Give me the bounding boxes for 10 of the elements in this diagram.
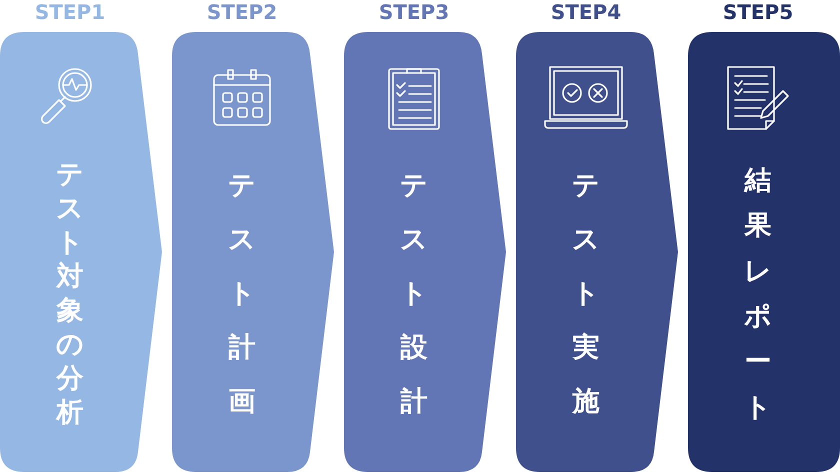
step-heading: STEP4 bbox=[550, 0, 622, 24]
step-title: テスト対象の分析 bbox=[54, 158, 85, 430]
step-title: テスト実施 bbox=[571, 169, 601, 419]
step-heading: STEP3 bbox=[378, 0, 450, 24]
step-heading: STEP2 bbox=[206, 0, 278, 24]
step-heading: STEP5 bbox=[722, 0, 794, 24]
step-title: 結果レポート bbox=[742, 164, 773, 425]
step-title: テスト設計 bbox=[399, 169, 429, 419]
step-title: テスト計画 bbox=[227, 169, 257, 419]
step-heading: STEP1 bbox=[34, 0, 106, 24]
